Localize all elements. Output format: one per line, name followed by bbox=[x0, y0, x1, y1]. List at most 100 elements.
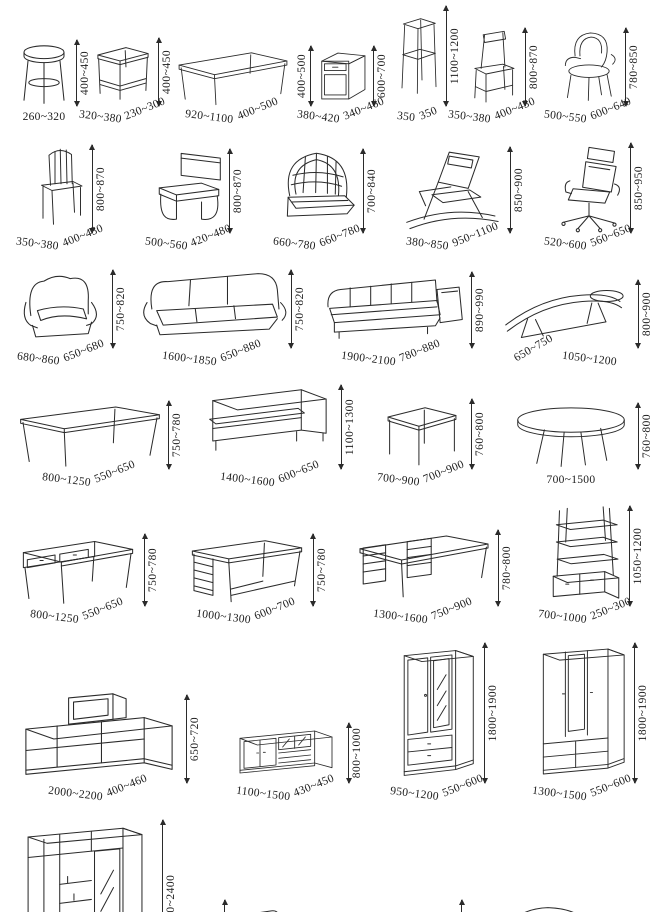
tea-table-drawing bbox=[175, 44, 291, 108]
dimension-line bbox=[360, 148, 367, 234]
dimension-line bbox=[481, 642, 488, 784]
wall-unit-drawing: 1800~2400 bbox=[16, 818, 177, 912]
two-door-wardrobe-sketch bbox=[403, 650, 474, 776]
square-table-sketch bbox=[387, 407, 457, 466]
height-dimension: 400~450 bbox=[73, 38, 91, 108]
height-dimension: 760~800 bbox=[468, 397, 486, 471]
dimension-line bbox=[159, 819, 166, 912]
dimension-line bbox=[345, 722, 352, 784]
height-label: 800~870 bbox=[527, 44, 540, 90]
tea-table-sketch bbox=[178, 52, 288, 106]
sofa-bed-drawing: 890~990 bbox=[317, 270, 486, 350]
side-chair-drawing: 800~870 bbox=[465, 26, 540, 108]
width-label: 920~1100 bbox=[184, 108, 235, 126]
dimension-line bbox=[73, 39, 80, 107]
width-label: 350 bbox=[396, 109, 417, 125]
dimension-line bbox=[635, 402, 642, 470]
height-dimension: 750~820 bbox=[288, 268, 306, 350]
width-label: 350~380 bbox=[15, 235, 60, 253]
height-dimension: 780~800 bbox=[495, 528, 513, 608]
height-dimension: 1800~1900 bbox=[481, 641, 500, 785]
dimension-line bbox=[109, 269, 116, 349]
height-dimension: 780~850 bbox=[622, 26, 640, 108]
square-stool-drawing: 400~450 bbox=[92, 36, 173, 108]
height-label: 1800~1900 bbox=[487, 684, 500, 742]
width-label: 1100~1500 bbox=[234, 784, 291, 804]
width-label: 1300~1600 bbox=[372, 607, 429, 627]
chaise-lounge-sketch bbox=[505, 290, 624, 338]
wall-unit-sketch bbox=[27, 827, 143, 912]
height-dimension: 1100~1200 bbox=[443, 4, 461, 108]
furniture-row-7: 1800~24002400~3600450~550800~9502000850~… bbox=[0, 818, 650, 912]
single-sofa-drawing: 750~820 bbox=[16, 268, 127, 350]
three-door-wardrobe-drawing: 1800~1900 bbox=[536, 641, 649, 785]
height-dimension: 600~700 bbox=[370, 44, 388, 108]
height-dimension: 1800~2400 bbox=[159, 818, 177, 912]
height-dimension: 760~800 bbox=[635, 401, 650, 471]
width-label: 700~1500 bbox=[546, 474, 596, 486]
height-label: 1800~2400 bbox=[165, 874, 177, 912]
dimension-line bbox=[622, 27, 629, 107]
dimension-line bbox=[468, 271, 475, 349]
dimension-line bbox=[226, 148, 233, 234]
height-label: 890~990 bbox=[474, 287, 487, 333]
width-label: 680~860 bbox=[16, 350, 61, 368]
plant-stand-drawing: 1100~1200 bbox=[394, 4, 461, 108]
width-label: 380~420 bbox=[296, 108, 341, 126]
dimension-line bbox=[288, 269, 295, 349]
height-dimension: 1100~1300 bbox=[338, 383, 356, 471]
height-label: 750~820 bbox=[115, 286, 127, 332]
dimension-line bbox=[458, 899, 465, 912]
height-label: 800~870 bbox=[94, 166, 107, 212]
dimension-line bbox=[626, 505, 633, 607]
height-label: 800~870 bbox=[232, 168, 245, 214]
dimension-line bbox=[468, 398, 475, 470]
swivel-chair-drawing: 850~950 bbox=[552, 141, 645, 235]
width-label: 1400~1600 bbox=[219, 470, 276, 490]
height-label: 800~1000 bbox=[351, 727, 364, 779]
sofa-bed-sketch bbox=[327, 279, 464, 339]
sideboard-drawing: 800~1000 bbox=[228, 721, 363, 785]
height-label: 850~900 bbox=[512, 167, 525, 213]
highback-chair-sketch bbox=[40, 148, 83, 225]
three-seat-sofa-drawing: 750~820 bbox=[139, 268, 306, 350]
height-dimension: 800~950 bbox=[450, 898, 465, 912]
height-dimension: 850~950 bbox=[627, 141, 645, 235]
bottom-dimensions: 260~320 bbox=[23, 111, 66, 141]
width-label: 260~320 bbox=[22, 111, 66, 123]
rocking-chair-drawing: 850~900 bbox=[402, 145, 525, 235]
dimension-line bbox=[631, 642, 638, 784]
width-label: 380~850 bbox=[405, 235, 450, 253]
single-bed-sketch bbox=[260, 910, 278, 912]
wicker-chair-drawing: 700~840 bbox=[277, 147, 378, 235]
height-dimension: 800~950 bbox=[213, 898, 228, 912]
width-label: 1600~1850 bbox=[161, 349, 218, 369]
rocking-chair-sketch bbox=[405, 151, 499, 230]
wicker-chair-sketch bbox=[286, 152, 355, 217]
